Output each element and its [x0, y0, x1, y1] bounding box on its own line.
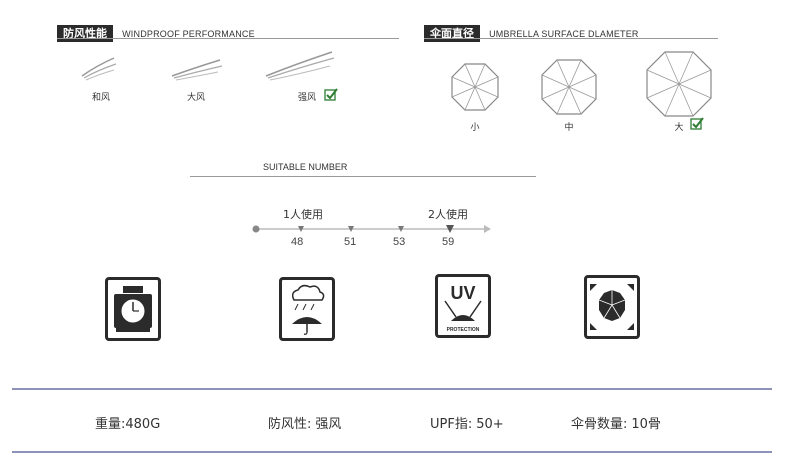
windproof-tag: 防风性能: [57, 25, 113, 42]
windproof-underline: [57, 38, 399, 39]
tick-48: 48: [291, 236, 304, 248]
strong-gale-icon: [171, 59, 223, 81]
large-umbrella-icon: [646, 51, 712, 117]
spec-upf: UPF指:50+: [430, 413, 504, 432]
spec-weight-label: 重量:: [95, 417, 126, 432]
spec-upf-value: 50+: [476, 417, 504, 432]
specs-top-line: [12, 388, 772, 390]
windproof-header: 防风性能 WINDPROOF PERFORMANCE: [57, 22, 399, 42]
spec-upf-label: UPF指:: [430, 417, 473, 432]
scale-icon: [105, 277, 161, 341]
spec-windproof: 防风性:强风: [268, 413, 341, 432]
protection-label: PROTECTION: [447, 327, 480, 333]
wind-rain-umbrella-icon: [279, 277, 335, 341]
umbrella-ribs-icon: [584, 275, 640, 339]
spec-ribs-value: 10骨: [631, 417, 661, 432]
spec-windproof-label: 防风性:: [268, 417, 312, 432]
size-medium: 中: [564, 123, 574, 133]
surface-tag: 伞面直径: [424, 25, 480, 42]
strong-wind-icon: [265, 51, 335, 81]
tick-53: 53: [393, 236, 406, 248]
suitable-scale: [252, 225, 491, 233]
surface-underline: [424, 38, 718, 39]
check-icon: [324, 88, 338, 101]
suitable-title: SUITABLE NUMBER: [263, 162, 348, 172]
persons-two: 2人使用: [428, 208, 468, 221]
tick-51: 51: [344, 236, 357, 248]
medium-umbrella-icon: [541, 59, 597, 115]
specs-bottom-line: [12, 451, 772, 453]
uv-label: UV: [450, 283, 475, 303]
spec-windproof-value: 强风: [315, 417, 342, 432]
wind-level-strong: 强风: [297, 93, 316, 103]
surface-header: 伞面直径 UMBRELLA SURFACE DLAMETER: [424, 22, 718, 42]
suitable-underline: [190, 176, 536, 177]
light-wind-icon: [81, 57, 117, 81]
spec-ribs: 伞骨数量:10骨: [571, 413, 661, 432]
wind-level-gale: 大风: [186, 93, 205, 103]
surface-title: UMBRELLA SURFACE DLAMETER: [489, 29, 639, 39]
spec-weight-value: 480G: [125, 417, 161, 432]
wind-level-light: 和风: [91, 93, 110, 103]
size-check-icon: [690, 117, 704, 130]
spec-ribs-label: 伞骨数量:: [571, 417, 628, 432]
tick-59: 59: [442, 236, 455, 248]
persons-one: 1人使用: [283, 208, 323, 221]
uv-protection-icon: UV PROTECTION: [435, 274, 491, 338]
spec-weight: 重量:480G: [95, 413, 160, 432]
small-umbrella-icon: [451, 63, 499, 111]
size-small: 小: [470, 123, 480, 133]
windproof-title: WINDPROOF PERFORMANCE: [122, 29, 255, 39]
size-large: 大: [674, 123, 684, 133]
